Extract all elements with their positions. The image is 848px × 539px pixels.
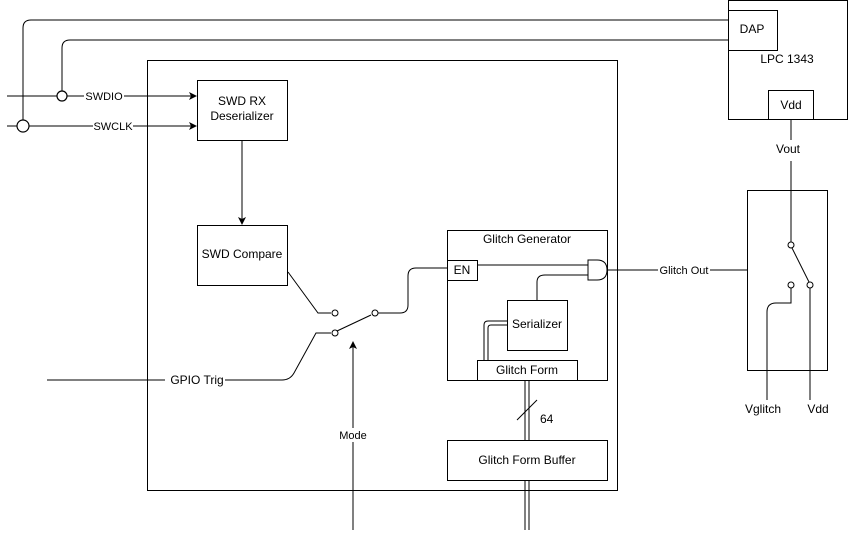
lpc-vdd-label: Vdd bbox=[780, 98, 801, 112]
switch-to-en-wire bbox=[378, 267, 447, 314]
en-block bbox=[447, 260, 478, 281]
vdd-label: Vdd bbox=[807, 402, 828, 416]
swdio-dap-wire bbox=[61, 39, 728, 96]
swdio-label: SWDIO bbox=[85, 91, 123, 103]
compare-to-switch-wire bbox=[287, 271, 331, 314]
gpio-trig-label: GPIO Trig bbox=[170, 373, 223, 387]
dap-label: DAP bbox=[740, 22, 765, 36]
glitch-generator-label: Glitch Generator bbox=[483, 232, 571, 246]
vdd-contact-icon bbox=[806, 281, 814, 289]
bus-width-label: 64 bbox=[540, 412, 554, 426]
switch-contact-bottom-icon bbox=[331, 329, 339, 337]
vglitch-label: Vglitch bbox=[745, 402, 781, 416]
vglitch-wire bbox=[766, 288, 792, 400]
and-gate-icon bbox=[587, 259, 608, 281]
swclk-dap-wire bbox=[22, 19, 728, 126]
serializer-to-and-wire bbox=[536, 274, 588, 300]
en-label: EN bbox=[454, 263, 471, 277]
mode-label: Mode bbox=[339, 430, 367, 442]
gpio-trig-wire bbox=[47, 332, 331, 381]
power-switch-common-icon bbox=[787, 241, 795, 249]
swd-compare-label: SWD Compare bbox=[202, 247, 283, 261]
swd-rx-label-line1: SWD RX bbox=[218, 94, 266, 108]
swd-compare-block bbox=[197, 225, 288, 286]
swd-rx-deserializer-block bbox=[197, 80, 288, 141]
glitch-out-label: Glitch Out bbox=[660, 265, 709, 277]
lpc1343-label: LPC 1343 bbox=[760, 52, 814, 66]
swd-rx-label-line2: Deserializer bbox=[210, 109, 273, 123]
switch-common-contact-icon bbox=[371, 309, 379, 317]
lpc-vdd-block bbox=[768, 90, 814, 120]
serializer-label: Serializer bbox=[512, 317, 562, 331]
power-switch-block bbox=[747, 190, 828, 371]
switch-contact-top-icon bbox=[331, 309, 339, 317]
form-to-serializer-wire-b bbox=[487, 324, 507, 360]
glitch-form-block bbox=[477, 360, 578, 381]
form-to-serializer-wire-a bbox=[483, 320, 507, 360]
glitch-form-buffer-block bbox=[447, 440, 608, 481]
vglitch-contact-icon bbox=[787, 281, 795, 289]
swclk-label: SWCLK bbox=[93, 121, 133, 133]
bus-width-slash bbox=[516, 399, 538, 421]
dap-block bbox=[728, 10, 778, 51]
switch-lever bbox=[336, 314, 372, 332]
glitch-form-label: Glitch Form bbox=[496, 363, 558, 377]
vout-label: Vout bbox=[776, 142, 801, 156]
serializer-block bbox=[507, 300, 568, 351]
power-switch-lever bbox=[791, 247, 810, 283]
swclk-junction-icon bbox=[16, 119, 30, 133]
swdio-junction-icon bbox=[56, 90, 68, 102]
glitch-form-buffer-label: Glitch Form Buffer bbox=[478, 453, 575, 467]
